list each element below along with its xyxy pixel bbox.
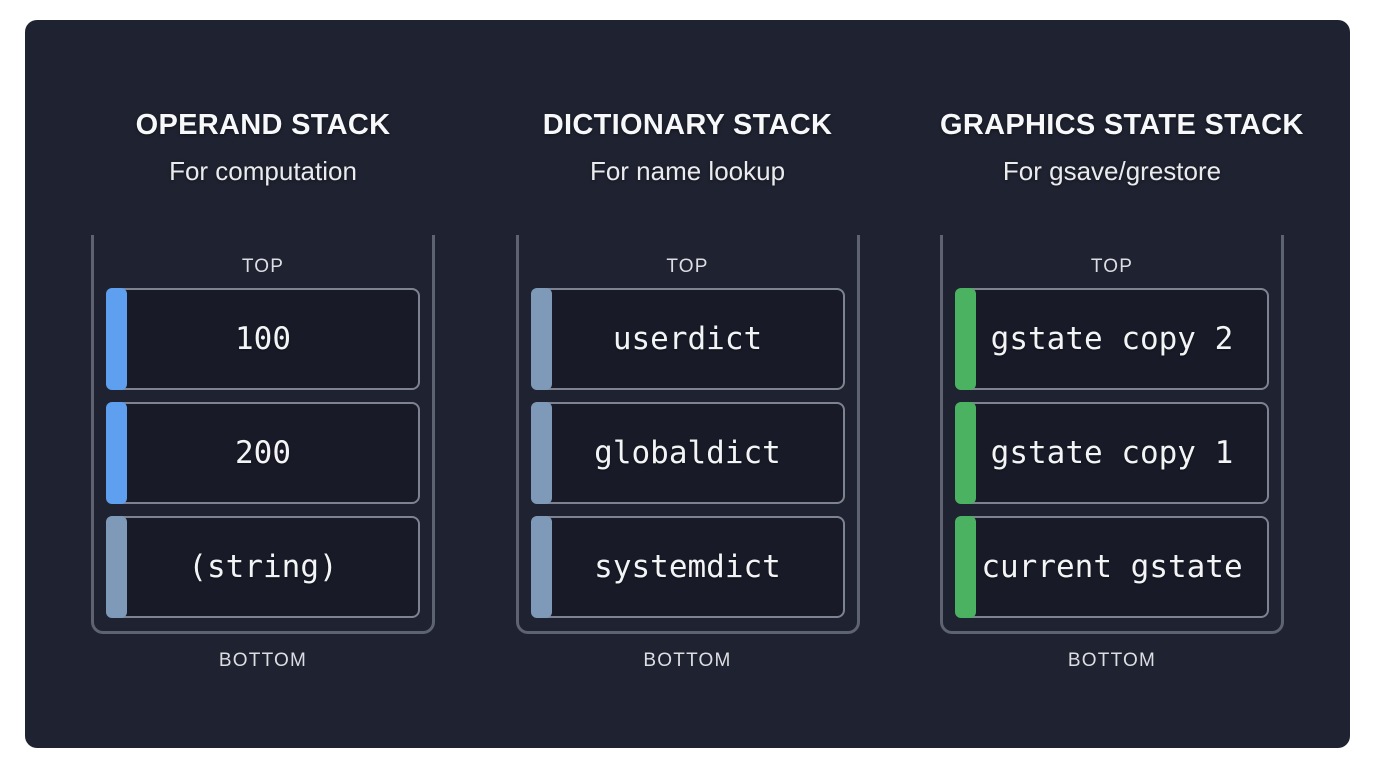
dictionary-stack-container: TOP userdict globaldict systemdict	[515, 235, 860, 634]
stack-item-systemdict: systemdict	[530, 516, 845, 618]
graphics-state-stack-column: GRAPHICS STATE STACK For gsave/grestore …	[940, 20, 1304, 748]
item-accent-bar	[955, 288, 976, 390]
operand-top-label: TOP	[241, 256, 285, 277]
item-accent-bar	[530, 516, 552, 618]
operand-bottom-label: BOTTOM	[218, 650, 308, 671]
stack-item-label: systemdict	[594, 549, 781, 585]
stacks-diagram-panel: OPERAND STACK For computation TOP 100 20…	[25, 20, 1350, 748]
dictionary-stack-column: DICTIONARY STACK For name lookup TOP use…	[515, 20, 860, 748]
operand-stack-subtitle: For computation	[169, 156, 357, 186]
graphics-top-label: TOP	[1090, 256, 1134, 277]
operand-stack-column: OPERAND STACK For computation TOP 100 20…	[91, 20, 435, 748]
stack-item-100: 100	[106, 288, 420, 390]
stack-item-label: gstate copy 2	[990, 321, 1234, 357]
stack-item-label: userdict	[612, 321, 763, 357]
graphics-bottom-label: BOTTOM	[1067, 650, 1157, 671]
dictionary-stack-subtitle: For name lookup	[589, 156, 786, 186]
stack-item-label: globaldict	[594, 435, 781, 471]
dictionary-stack-title: DICTIONARY STACK	[542, 109, 833, 141]
item-accent-bar	[106, 288, 127, 390]
stack-item-gstate-copy-1: gstate copy 1	[955, 402, 1269, 504]
operand-stack-title: OPERAND STACK	[135, 109, 391, 141]
item-accent-bar	[955, 402, 976, 504]
dictionary-bottom-label: BOTTOM	[643, 650, 732, 671]
stack-item-label: 100	[235, 321, 291, 357]
stack-item-userdict: userdict	[530, 288, 845, 390]
stack-item-label: gstate copy 1	[990, 435, 1234, 471]
stack-item-string: (string)	[106, 516, 420, 618]
item-accent-bar	[106, 516, 127, 618]
stack-item-label: (string)	[188, 549, 338, 585]
item-accent-bar	[955, 516, 976, 618]
stack-item-gstate-copy-2: gstate copy 2	[955, 288, 1269, 390]
operand-stack-container: TOP 100 200 (string)	[91, 235, 435, 634]
dictionary-top-label: TOP	[666, 256, 709, 277]
stack-item-current-gstate: current gstate	[955, 516, 1269, 618]
item-accent-bar	[530, 402, 552, 504]
graphics-stack-title: GRAPHICS STATE STACK	[940, 109, 1304, 141]
stack-item-200: 200	[106, 402, 420, 504]
graphics-stack-container: TOP gstate copy 2 gstate copy 1 current …	[940, 235, 1284, 634]
item-accent-bar	[106, 402, 127, 504]
stack-item-label: 200	[235, 435, 291, 471]
graphics-stack-subtitle: For gsave/grestore	[1002, 156, 1222, 186]
stack-item-globaldict: globaldict	[530, 402, 845, 504]
item-accent-bar	[530, 288, 552, 390]
stack-item-label: current gstate	[981, 549, 1243, 585]
